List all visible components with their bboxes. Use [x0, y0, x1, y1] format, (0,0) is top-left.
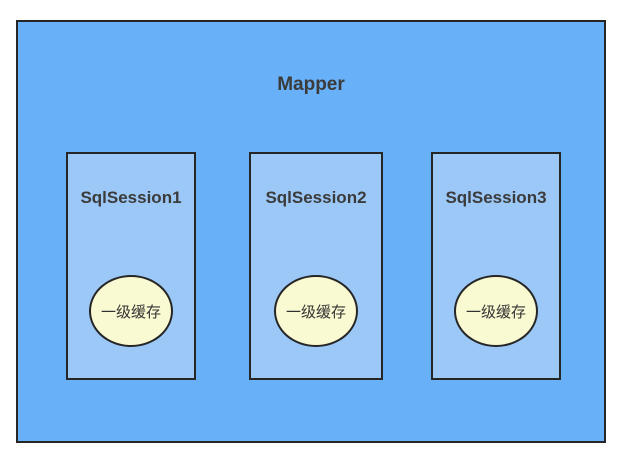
cache-label-1: 一级缓存 — [100, 303, 161, 321]
session-box-2: SqlSession2 一级缓存 — [249, 152, 383, 380]
session-label-3: SqlSession3 — [445, 188, 547, 207]
mapper-container: Mapper SqlSession1 一级缓存 SqlSession2 一级缓存… — [16, 20, 606, 443]
session-label-2: SqlSession2 — [265, 188, 367, 207]
cache-ellipse-3: 一级缓存 — [454, 275, 538, 347]
session-box-1: SqlSession1 一级缓存 — [66, 152, 196, 380]
cache-label-3: 一级缓存 — [465, 303, 526, 321]
mapper-title: Mapper — [277, 74, 345, 95]
session-label-1: SqlSession1 — [80, 188, 182, 207]
cache-ellipse-1: 一级缓存 — [89, 275, 173, 347]
cache-label-2: 一级缓存 — [285, 303, 346, 321]
cache-ellipse-2: 一级缓存 — [274, 275, 358, 347]
session-box-3: SqlSession3 一级缓存 — [431, 152, 561, 380]
